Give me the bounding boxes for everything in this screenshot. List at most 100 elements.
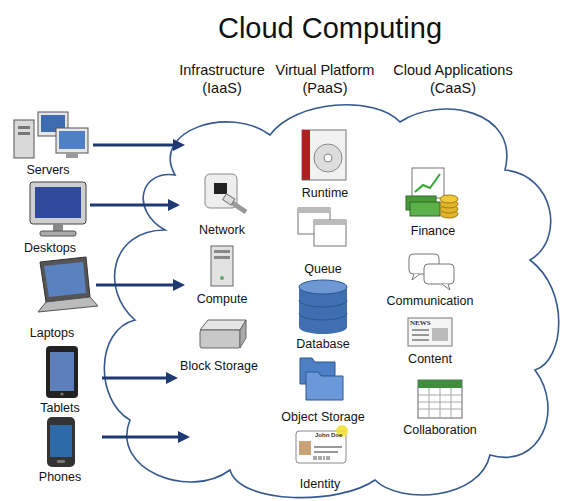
runtime-stripe	[302, 130, 310, 180]
tablet-body	[46, 346, 78, 398]
news-line	[412, 334, 429, 336]
node-label: Collaboration	[370, 423, 510, 438]
node-label: Identity	[255, 477, 385, 492]
calendar	[418, 380, 462, 418]
arrow-head	[173, 279, 185, 291]
queue-window	[314, 220, 346, 246]
node-label: Phones	[0, 470, 122, 485]
server-bay	[18, 126, 30, 129]
server-monitor	[56, 128, 88, 153]
banknote	[410, 202, 440, 216]
folder-icon	[306, 372, 343, 400]
calendar-header	[418, 380, 462, 388]
arrow-shaft	[96, 284, 174, 287]
disc-hole	[324, 154, 332, 162]
id-line	[314, 446, 342, 448]
drive-top	[200, 320, 246, 330]
phone-button	[57, 460, 65, 463]
network-port	[214, 183, 227, 194]
phone-screen	[50, 425, 72, 457]
laptop-base	[38, 297, 98, 312]
arrow-head	[173, 139, 185, 151]
node-label: Finance	[368, 224, 498, 239]
node-label: Runtime	[260, 186, 390, 201]
database-bottom	[299, 320, 347, 334]
node-label: Network	[157, 223, 287, 238]
arrow-connector	[102, 431, 190, 443]
node-label: Servers	[0, 163, 113, 178]
desktop-screen	[35, 187, 81, 218]
arrow-connector	[96, 279, 185, 291]
node-label: Queue	[258, 262, 388, 277]
diagram-title: Cloud Computing	[80, 10, 564, 46]
coin	[440, 195, 458, 203]
network-plug	[223, 194, 235, 205]
icon-text: John Doe	[315, 432, 342, 439]
node-label: Tablets	[0, 401, 122, 416]
arrow-connector	[93, 139, 185, 151]
server-bay	[18, 132, 30, 135]
window-bar	[314, 220, 346, 225]
server-screen	[59, 131, 85, 149]
phone-body	[47, 417, 75, 467]
arrow-head	[166, 372, 178, 384]
database-bands	[299, 300, 347, 320]
network-socket	[205, 174, 237, 208]
node-label: Compute	[157, 292, 287, 307]
arrow-shaft	[90, 204, 169, 207]
node-label: Communication	[358, 294, 502, 309]
node-label: Database	[258, 337, 388, 352]
compute-bay	[214, 256, 230, 259]
monitor-stand	[66, 153, 78, 158]
compute-tower	[211, 246, 233, 286]
node-label: Block Storage	[149, 359, 289, 374]
arrow-head	[168, 199, 180, 211]
runtime-disc	[314, 144, 342, 172]
laptop-screen	[44, 262, 86, 297]
compute-bay	[214, 250, 230, 253]
id-card	[296, 431, 346, 463]
speech-bubble	[424, 264, 454, 284]
column-heading: Virtual Platform (PaaS)	[272, 61, 378, 97]
monitor-base	[40, 231, 76, 236]
laptop-lid	[40, 257, 90, 302]
tablet-screen	[50, 352, 74, 391]
column-heading: Infrastructure (IaaS)	[172, 61, 272, 97]
id-photo	[299, 441, 311, 455]
newspaper	[408, 318, 452, 346]
arrow-shaft	[102, 436, 179, 439]
runtime-box	[302, 130, 346, 180]
database-top	[299, 280, 347, 294]
arrow-connector	[90, 199, 180, 211]
chart-line	[415, 174, 440, 192]
news-line	[412, 339, 429, 341]
node-label: Object Storage	[253, 410, 393, 425]
cloud-group	[104, 105, 558, 498]
news-line	[412, 329, 429, 331]
node-label: Laptops	[0, 326, 116, 341]
chart-sheet	[412, 168, 444, 198]
server-tower	[14, 120, 34, 158]
arrow-shaft	[93, 144, 174, 147]
window-bar	[298, 208, 330, 213]
node-label: Content	[365, 352, 495, 367]
monitor-stand	[53, 224, 63, 231]
desktop-monitor	[30, 182, 86, 224]
drive-front	[200, 330, 240, 348]
news-photo	[432, 328, 448, 341]
arrow-shaft	[102, 377, 167, 380]
arrow-connector	[102, 372, 178, 384]
column-heading: Cloud Applications (CaaS)	[389, 61, 517, 97]
id-line	[314, 451, 338, 453]
id-barcode	[314, 456, 329, 460]
arrow-head	[178, 431, 190, 443]
node-label: Desktops	[0, 241, 110, 256]
tablet-button	[60, 392, 63, 395]
calendar-grid	[418, 388, 462, 418]
icon-text: NEWS	[410, 319, 431, 327]
cloud-shape	[104, 105, 558, 498]
power-light	[220, 276, 224, 280]
